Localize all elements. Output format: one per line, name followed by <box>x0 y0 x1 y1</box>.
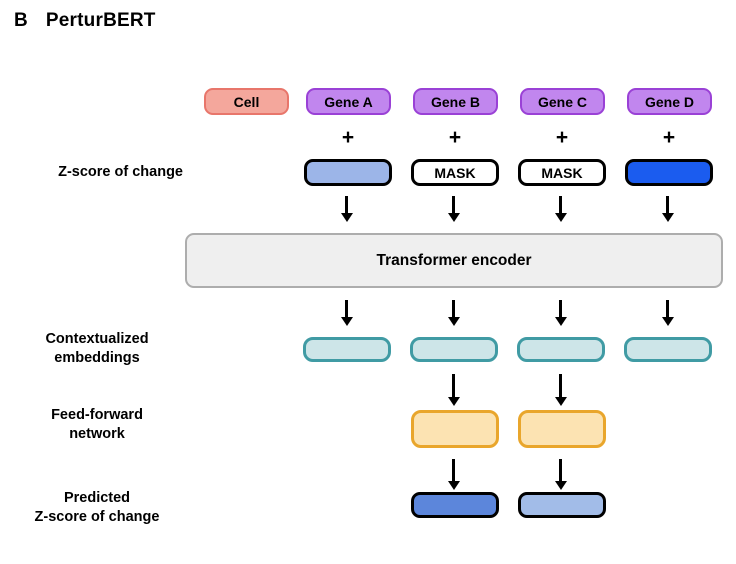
row-label-ffn-line2: network <box>69 426 125 442</box>
arrow-encoder-to-embedding-4 <box>666 300 669 319</box>
transformer-encoder: Transformer encoder <box>185 233 723 288</box>
arrow-ffn-to-prediction-1 <box>452 459 455 483</box>
token-gene-c: Gene C <box>520 88 605 115</box>
token-gene-a: Gene A <box>306 88 391 115</box>
token-gene-b: Gene B <box>413 88 498 115</box>
plus-operator-gene-b: + <box>448 126 462 149</box>
embedding-box-gene-c <box>517 337 605 362</box>
plus-operator-gene-c: + <box>555 126 569 149</box>
row-label-contextualized-line1: Contextualized <box>45 331 149 347</box>
zscore-box-gene-d <box>625 159 713 186</box>
arrow-zscore-to-encoder-4 <box>666 196 669 215</box>
arrow-encoder-to-embedding-3 <box>559 300 562 319</box>
feed-forward-box-gene-b <box>411 410 499 448</box>
row-label-contextualized-line2: embeddings <box>54 350 140 366</box>
row-label-zscore: Z-score of change <box>58 164 183 180</box>
zscore-box-gene-c-label: MASK <box>541 164 583 181</box>
token-gene-b-label: Gene B <box>430 93 480 110</box>
arrow-ffn-to-prediction-2 <box>559 459 562 483</box>
arrow-zscore-to-encoder-3 <box>559 196 562 215</box>
panel-letter: B <box>14 10 28 31</box>
embedding-box-gene-a <box>303 337 391 362</box>
plus-operator-gene-d: + <box>662 126 676 149</box>
token-gene-d: Gene D <box>627 88 712 115</box>
embedding-box-gene-b <box>410 337 498 362</box>
arrow-zscore-to-encoder-2 <box>452 196 455 215</box>
arrow-encoder-to-embedding-2 <box>452 300 455 319</box>
plus-operator-gene-a: + <box>341 126 355 149</box>
prediction-box-gene-c <box>518 492 606 518</box>
arrow-embedding-to-ffn-1 <box>452 374 455 399</box>
panel-header: B PerturBERT <box>14 10 156 32</box>
token-gene-c-label: Gene C <box>537 93 587 110</box>
zscore-box-gene-b: MASK <box>411 159 499 186</box>
row-label-ffn-line1: Feed-forward <box>51 407 143 423</box>
zscore-box-gene-a <box>304 159 392 186</box>
token-gene-a-label: Gene A <box>324 93 373 110</box>
zscore-box-gene-c: MASK <box>518 159 606 186</box>
zscore-box-gene-b-label: MASK <box>434 164 476 181</box>
row-label-contextualized-embeddings: Contextualized embeddings <box>0 330 212 368</box>
feed-forward-box-gene-c <box>518 410 606 448</box>
token-cell-label: Cell <box>233 93 260 110</box>
row-label-predicted-line1: Predicted <box>63 490 131 506</box>
transformer-encoder-label: Transformer encoder <box>376 251 532 269</box>
row-label-predicted-line2: Z-score of change <box>34 509 160 525</box>
row-label-predicted-zscore: Predicted Z-score of change <box>0 489 212 527</box>
panel-title: PerturBERT <box>45 10 156 31</box>
prediction-box-gene-b <box>411 492 499 518</box>
token-gene-d-label: Gene D <box>644 93 694 110</box>
row-label-feed-forward-network: Feed-forward network <box>0 406 212 444</box>
embedding-box-gene-d <box>624 337 712 362</box>
arrow-embedding-to-ffn-2 <box>559 374 562 399</box>
arrow-zscore-to-encoder-1 <box>345 196 348 215</box>
token-cell: Cell <box>204 88 289 115</box>
arrow-encoder-to-embedding-1 <box>345 300 348 319</box>
